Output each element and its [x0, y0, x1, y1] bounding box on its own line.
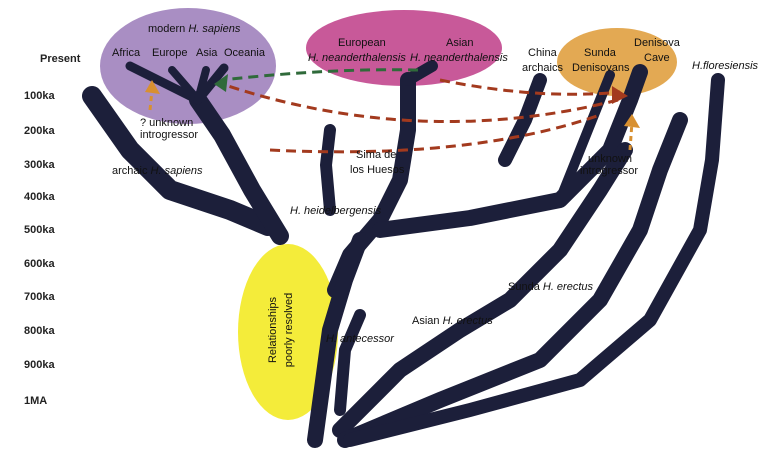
- sima-label-line1: Sima de: [356, 149, 396, 161]
- introgression-arrow-left: [148, 89, 154, 111]
- asian-neanderthal-line1: Asian: [446, 37, 474, 49]
- time-label-present: Present: [40, 53, 81, 65]
- denisova-cave-line2: Cave: [644, 52, 670, 64]
- arrow-head-green: [214, 74, 228, 92]
- branch-floresiensis: [343, 73, 725, 447]
- poorly-resolved-line2: poorly resolved: [283, 293, 295, 368]
- european-neanderthal-line2: H. neanderthalensis: [308, 52, 406, 64]
- unknown-introgressor-right-line2: introgressor: [580, 165, 638, 177]
- sunda-erectus-label: Sunda H. erectus: [508, 281, 594, 293]
- unknown-introgressor-right-line1: unknown: [588, 153, 632, 165]
- branch-sunda-erectus: [337, 112, 688, 448]
- branch-sima: [320, 124, 336, 216]
- time-label-500ka: 500ka: [24, 224, 55, 236]
- introgression-arrow-right: [628, 121, 634, 151]
- time-axis: Present 100ka 200ka 300ka 400ka 500ka 60…: [24, 53, 81, 407]
- branch-asian-neanderthal: [402, 60, 438, 86]
- branch-archaic-sapiens: [82, 86, 278, 236]
- gene-flow-neanderthal-to-denisovan: [439, 78, 621, 96]
- european-neanderthal-line1: European: [338, 37, 386, 49]
- heidelbergensis-label: H. heidelbergensis: [290, 205, 382, 217]
- sunda-denisovans-line1: Sunda: [584, 47, 617, 59]
- asian-erectus-label: Asian H. erectus: [412, 315, 493, 327]
- modern-sapiens-ellipse: [100, 8, 276, 124]
- branch-modern-trunk: [189, 91, 289, 245]
- region-asia: Asia: [196, 47, 218, 59]
- sunda-denisovans-line2: Denisovans: [572, 62, 630, 74]
- time-label-200ka: 200ka: [24, 125, 55, 137]
- branch-africa: [125, 61, 203, 105]
- time-label-300ka: 300ka: [24, 159, 55, 171]
- time-label-100ka: 100ka: [24, 90, 55, 102]
- denisova-cave-line1: Denisova: [634, 37, 681, 49]
- region-oceania: Oceania: [224, 47, 266, 59]
- time-label-800ka: 800ka: [24, 325, 55, 337]
- china-archaics-line2: archaics: [522, 62, 563, 74]
- china-archaics-line1: China: [528, 47, 558, 59]
- neanderthal-ellipse: [306, 10, 502, 86]
- branch-europe: [168, 66, 202, 104]
- branch-sunda-denisovan: [555, 70, 615, 205]
- gene-flow-arrows: [148, 68, 634, 154]
- branch-heidelbergensis: [307, 232, 368, 448]
- gene-flow-neanderthal-to-sapiens: [221, 68, 419, 82]
- antecessor-label: H. antecessor: [326, 333, 395, 345]
- floresiensis-label: H.floresiensis: [692, 60, 759, 72]
- unknown-introgressor-left-line1: ? unknown: [140, 117, 193, 129]
- branch-antecessor: [334, 309, 366, 416]
- arrow-heads: [145, 74, 640, 128]
- time-label-900ka: 900ka: [24, 359, 55, 371]
- poorly-resolved-ellipse: [238, 244, 338, 420]
- modern-sapiens-title: modern H. sapiens: [148, 23, 241, 35]
- unknown-introgressor-left-line2: introgressor: [140, 129, 198, 141]
- gene-flow-denisovan-to-oceania: [221, 82, 619, 124]
- arrow-head-left-introgressor: [145, 80, 160, 94]
- time-label-400ka: 400ka: [24, 191, 55, 203]
- time-label-600ka: 600ka: [24, 258, 55, 270]
- asian-neanderthal-line2: H. neanderthalensis: [410, 52, 508, 64]
- branch-denisovan: [372, 64, 648, 238]
- phylogenetic-tree: [82, 60, 725, 448]
- branch-asian-erectus: [332, 142, 633, 438]
- branch-oceania: [193, 63, 229, 105]
- region-africa: Africa: [112, 47, 141, 59]
- arrow-head-right-introgressor: [624, 114, 640, 128]
- denisovan-ellipse: [557, 28, 677, 96]
- branch-china-archaics: [498, 73, 547, 167]
- arrow-head-red: [612, 86, 628, 104]
- time-label-1ma: 1MA: [24, 395, 47, 407]
- poorly-resolved-line1: Relationships: [267, 296, 279, 363]
- time-label-700ka: 700ka: [24, 291, 55, 303]
- gene-flow-lower: [269, 113, 601, 154]
- sima-label-line2: los Huesos: [350, 164, 405, 176]
- archaic-sapiens-label: archaic H. sapiens: [112, 165, 203, 177]
- region-europe: Europe: [152, 47, 187, 59]
